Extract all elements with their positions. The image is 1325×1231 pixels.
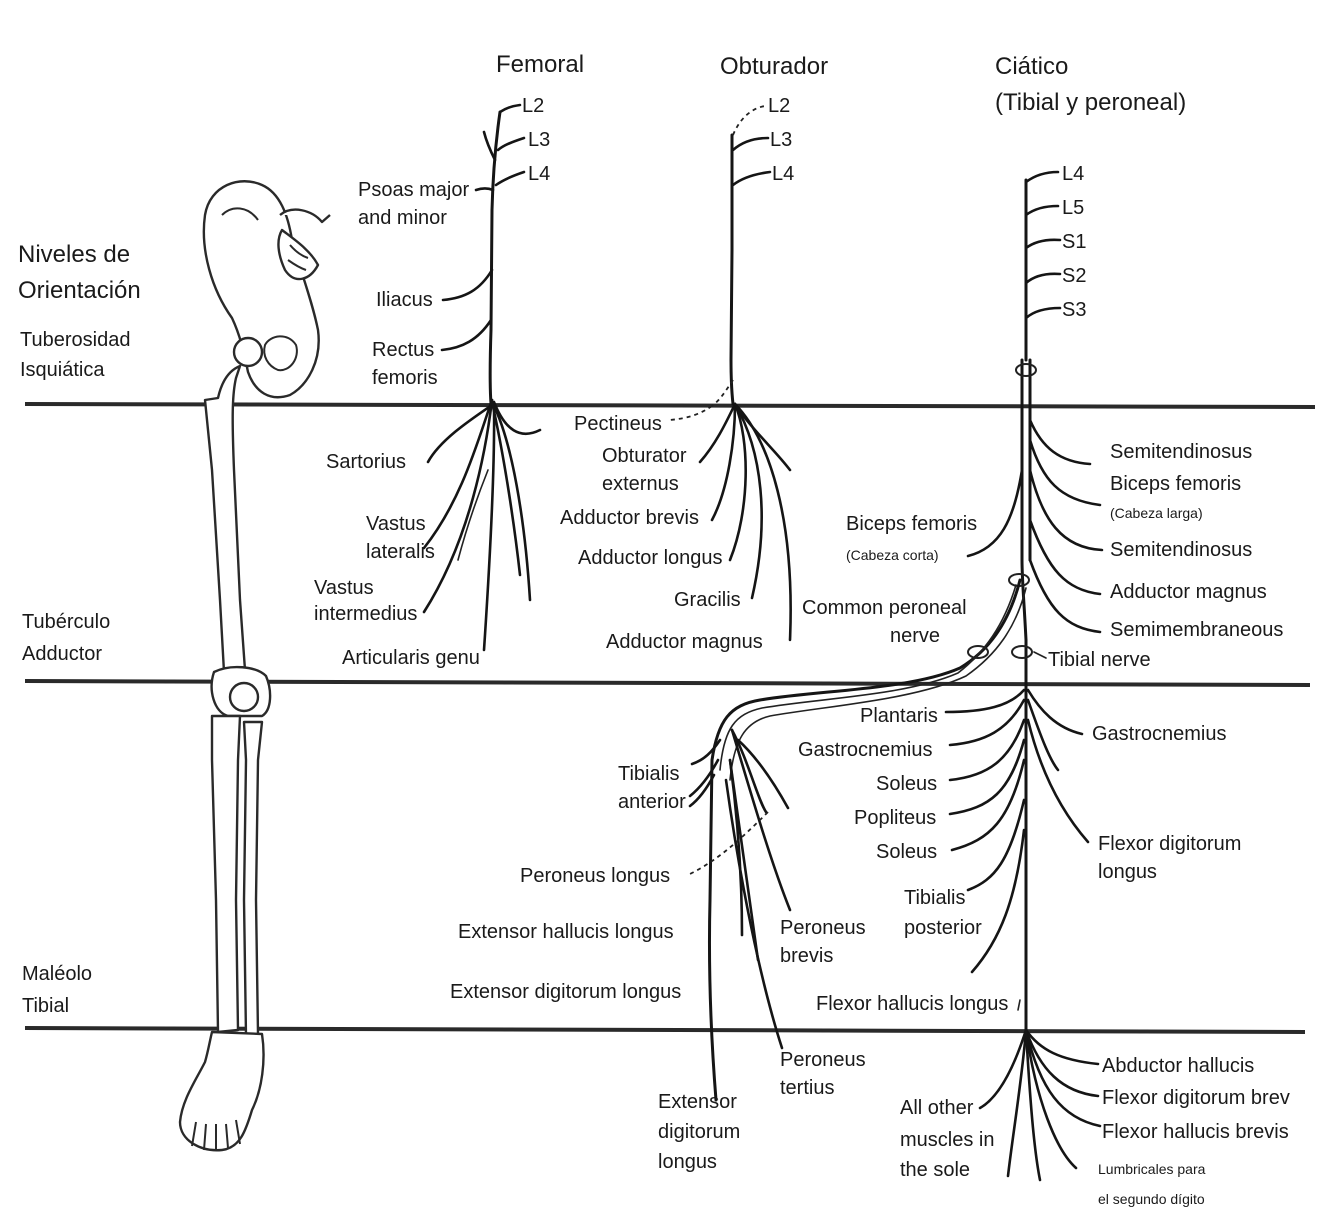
header-femoral: Femoral xyxy=(496,51,584,78)
label-peroneus-longus: Peroneus longus xyxy=(520,865,670,887)
femoral-root-l4: L4 xyxy=(528,163,550,185)
femoral-nerve xyxy=(422,103,542,652)
label-common-peroneal-line2: nerve xyxy=(890,625,940,647)
label-vastus-intermedius-line2: intermedius xyxy=(314,603,417,625)
level-tuberosidad-line2: Isquiática xyxy=(20,359,105,381)
label-semitendinosus-2: Semitendinosus xyxy=(1110,539,1252,561)
label-tibialis-anterior-line2: anterior xyxy=(618,791,686,813)
label-pectineus: Pectineus xyxy=(574,413,662,435)
label-obturator-externus-line1: Obturator xyxy=(602,445,687,467)
label-peroneus-tertius-line1: Peroneus xyxy=(780,1049,866,1071)
label-vastus-intermedius-line1: Vastus xyxy=(314,577,374,599)
level-maleolo-line2: Tibial xyxy=(22,995,69,1017)
label-biceps-femoris-short-line1: Biceps femoris xyxy=(846,513,977,535)
label-lumbricales-line2: el segundo dígito xyxy=(1098,1191,1205,1207)
label-peroneus-brevis-line1: Peroneus xyxy=(780,917,866,939)
label-adductor-longus: Adductor longus xyxy=(578,547,723,569)
label-extensor-digitorum-longus: Extensor digitorum longus xyxy=(450,981,681,1003)
label-plantaris: Plantaris xyxy=(860,705,938,727)
label-gastrocnemius-right: Gastrocnemius xyxy=(1092,723,1227,745)
sciatic-nerve xyxy=(688,170,1104,1182)
label-adductor-magnus-sciatic: Adductor magnus xyxy=(1110,581,1267,603)
level-tuberculo-line1: Tubérculo xyxy=(22,611,110,633)
sciatic-root-l4: L4 xyxy=(1062,163,1084,185)
label-flexor-digitorum-longus-line2: longus xyxy=(1098,861,1157,883)
label-flexor-hallucis-longus: Flexor hallucis longus xyxy=(816,993,1008,1015)
level-tuberosidad-line1: Tuberosidad xyxy=(20,329,130,351)
label-articularis-genu: Articularis genu xyxy=(342,647,480,669)
label-extensor-digitorum-foot-line2: digitorum xyxy=(658,1121,740,1143)
leg-skeleton-illustration xyxy=(178,180,331,1152)
label-vastus-lateralis-line1: Vastus xyxy=(366,513,426,535)
level-tuberculo-line2: Adductor xyxy=(22,643,102,665)
label-flexor-digitorum-longus-line1: Flexor digitorum xyxy=(1098,833,1241,855)
header-ciatico-sub: (Tibial y peroneal) xyxy=(995,89,1186,116)
label-peroneus-tertius-line2: tertius xyxy=(780,1077,834,1099)
sciatic-root-s3: S3 xyxy=(1062,299,1086,321)
label-soleus-2: Soleus xyxy=(876,841,937,863)
label-gracilis: Gracilis xyxy=(674,589,741,611)
levels-title-line1: Niveles de xyxy=(18,241,130,268)
label-other-sole-line2: muscles in xyxy=(900,1129,994,1151)
label-extensor-digitorum-foot-line1: Extensor xyxy=(658,1091,737,1113)
femoral-root-l2: L2 xyxy=(522,95,544,117)
obturator-nerve xyxy=(669,105,792,642)
sciatic-root-l5: L5 xyxy=(1062,197,1084,219)
label-semitendinosus-1: Semitendinosus xyxy=(1110,441,1252,463)
label-biceps-femoris-short-line2: (Cabeza corta) xyxy=(846,547,939,563)
label-rectus-line2: femoris xyxy=(372,367,438,389)
label-gastrocnemius-left: Gastrocnemius xyxy=(798,739,933,761)
label-extensor-digitorum-foot-line3: longus xyxy=(658,1151,717,1173)
header-obturador: Obturador xyxy=(720,53,828,80)
label-tibialis-posterior-line2: posterior xyxy=(904,917,982,939)
header-ciatico: Ciático xyxy=(995,53,1068,80)
label-peroneus-brevis-line2: brevis xyxy=(780,945,833,967)
label-obturator-externus-line2: externus xyxy=(602,473,679,495)
label-other-sole-line3: the sole xyxy=(900,1159,970,1181)
label-psoas-line1: Psoas major xyxy=(358,179,469,201)
label-flexor-hallucis-brevis: Flexor hallucis brevis xyxy=(1102,1121,1289,1143)
sciatic-root-s1: S1 xyxy=(1062,231,1086,253)
label-tibialis-anterior-line1: Tibialis xyxy=(618,763,680,785)
label-extensor-hallucis-longus: Extensor hallucis longus xyxy=(458,921,674,943)
label-common-peroneal-line1: Common peroneal xyxy=(802,597,967,619)
label-lumbricales-line1: Lumbricales para xyxy=(1098,1161,1206,1177)
obturator-root-l4: L4 xyxy=(772,163,794,185)
label-vastus-lateralis-line2: lateralis xyxy=(366,541,435,563)
label-semimembraneous: Semimembraneous xyxy=(1110,619,1283,641)
label-soleus-1: Soleus xyxy=(876,773,937,795)
label-biceps-femoris-long-line2: (Cabeza larga) xyxy=(1110,505,1203,521)
label-adductor-magnus-obturator: Adductor magnus xyxy=(606,631,763,653)
label-rectus-line1: Rectus xyxy=(372,339,434,361)
sciatic-root-s2: S2 xyxy=(1062,265,1086,287)
label-flexor-digitorum-brevis: Flexor digitorum brev xyxy=(1102,1087,1290,1109)
label-adductor-brevis: Adductor brevis xyxy=(560,507,699,529)
level-line-tuberosidad xyxy=(24,402,1316,409)
obturator-root-l3: L3 xyxy=(770,129,792,151)
label-psoas-line2: and minor xyxy=(358,207,447,229)
label-biceps-femoris-long-line1: Biceps femoris xyxy=(1110,473,1241,495)
femoral-root-l3: L3 xyxy=(528,129,550,151)
label-sartorius: Sartorius xyxy=(326,451,406,473)
label-abductor-hallucis: Abductor hallucis xyxy=(1102,1055,1254,1077)
obturator-root-l2: L2 xyxy=(768,95,790,117)
levels-title-line2: Orientación xyxy=(18,277,141,304)
label-other-sole-line1: All other xyxy=(900,1097,974,1119)
label-tibial-nerve: Tibial nerve xyxy=(1048,649,1151,671)
label-tibialis-posterior-line1: Tibialis xyxy=(904,887,966,909)
level-maleolo-line1: Maléolo xyxy=(22,963,92,985)
label-iliacus: Iliacus xyxy=(376,289,433,311)
label-popliteus: Popliteus xyxy=(854,807,936,829)
